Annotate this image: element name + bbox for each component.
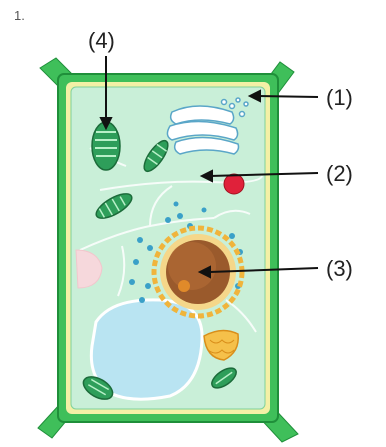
red-vesicle [224, 174, 244, 194]
label-1: (1) [326, 87, 353, 109]
label-4: (4) [88, 30, 115, 52]
label-3: (3) [326, 258, 353, 280]
label-2: (2) [326, 163, 353, 185]
